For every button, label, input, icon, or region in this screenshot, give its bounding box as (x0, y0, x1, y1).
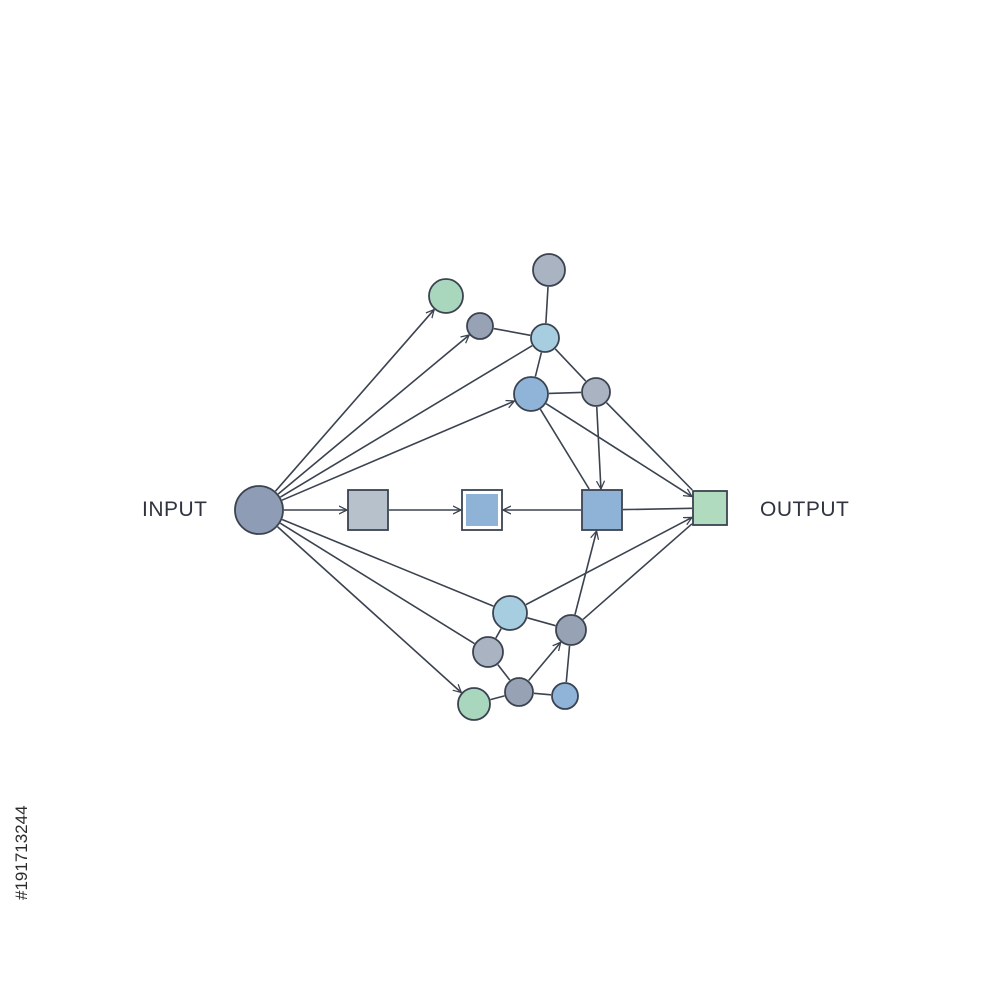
input-node (234, 485, 284, 535)
edge-n5-s3 (539, 408, 590, 490)
edge-b5-b3 (565, 645, 571, 683)
edge-input-b1 (281, 518, 494, 607)
edges-group (274, 286, 693, 701)
edge-input-g1 (274, 310, 434, 492)
green-node-top (428, 278, 464, 314)
blue-square-node-right (581, 489, 623, 531)
edge-b3-out (582, 523, 693, 621)
stock-id-text: #191713244 (12, 805, 31, 900)
output-label: OUTPUT (760, 498, 850, 521)
edge-b3-s3 (574, 531, 597, 615)
gray-node-upper-right (581, 377, 611, 407)
edge-s3-out (622, 507, 693, 511)
slate-node-bottom (504, 677, 534, 707)
output-node (692, 490, 728, 526)
edge-b1-out (525, 516, 692, 606)
light-blue-node-lower (492, 595, 528, 631)
edge-n4-n6 (554, 348, 587, 382)
edge-b2-b4 (497, 664, 511, 681)
gray-node-top (532, 253, 566, 287)
input-label: INPUT (142, 498, 208, 521)
light-blue-node-top (530, 323, 560, 353)
blue-square-node-center-inner (466, 494, 498, 526)
edge-input-g2 (277, 526, 462, 693)
edge-input-n4 (280, 345, 533, 498)
stock-id-watermark: #191713244 (10, 760, 34, 900)
edge-n5-n6 (548, 391, 582, 395)
gray-node-lower (472, 636, 504, 668)
gray-square-node (347, 489, 389, 531)
edge-n4-n5 (534, 352, 543, 377)
edge-g2-b4 (490, 695, 505, 701)
edge-n3-n4 (545, 286, 549, 324)
blue-node-upper (513, 376, 549, 412)
edge-n6-s3 (595, 406, 601, 489)
edge-input-n5 (281, 401, 514, 501)
edge-b1-b2 (495, 628, 502, 639)
edge-b1-b3 (527, 617, 556, 627)
blue-node-bottom (551, 682, 579, 710)
edge-n6-out (605, 402, 693, 491)
edge-b4-b5 (533, 692, 552, 696)
edge-n5-out (545, 402, 692, 497)
nodes-group (234, 253, 728, 721)
edge-input-n2 (277, 335, 469, 495)
slate-node-top (466, 312, 494, 340)
edge-b4-b3 (528, 642, 561, 682)
edge-n2-n4 (493, 327, 531, 337)
edge-input-b2 (279, 522, 475, 645)
slate-node-lower-right (555, 614, 587, 646)
green-node-bottom (457, 687, 491, 721)
